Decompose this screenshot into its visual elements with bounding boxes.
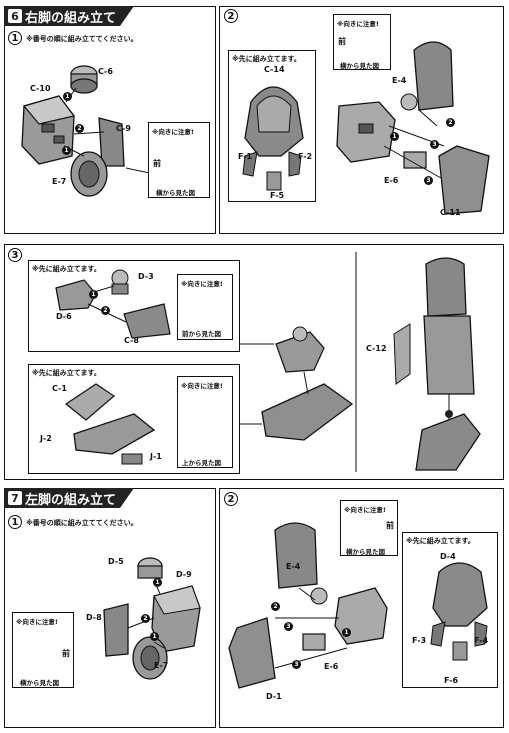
s6-part-e6: E-6 [384, 176, 399, 185]
section7-title: 左脚の組み立て [25, 492, 117, 508]
s7-step2-seq-3a: 3 [284, 622, 293, 631]
s6-step2-caution-title: ※向きに注意! [337, 20, 379, 28]
s7-seq-1a: 1 [153, 578, 162, 587]
s6-step1-caution-front: 前 [153, 159, 161, 168]
s6-step2-number: 2 [224, 9, 238, 23]
s6-step1-caution-caption: 横から見た図 [156, 189, 195, 197]
s6-seq-1b: 1 [62, 146, 71, 155]
s7-step1-caution-front: 前 [62, 649, 70, 658]
s7-step2-seq-1: 1 [342, 628, 351, 637]
s6-part-f5: F-5 [270, 191, 285, 200]
s6-step2-seq-3b: 3 [424, 176, 433, 185]
s6-step2-caution-caption: 横から見た図 [340, 62, 379, 70]
s6-step3-drawing [55, 252, 481, 472]
s7-step1-caution [12, 612, 74, 688]
s7-step2-number: 2 [224, 492, 238, 506]
s6-step3-sub2-caution-title: ※向きに注意! [181, 382, 223, 390]
s6-part-d6: D-6 [56, 312, 72, 321]
s6-part-e4: E-4 [392, 76, 407, 85]
s6-step3-sub2-caution [177, 376, 233, 468]
section7-header: 7 左脚の組み立て [4, 488, 134, 508]
s6-step2-seq-2: 2 [446, 118, 455, 127]
s7-step2-caution [340, 500, 398, 556]
s6-step3-seq-2: 2 [101, 306, 110, 315]
s6-step3-seq-1: 1 [89, 290, 98, 299]
s6-part-c8: C-8 [124, 336, 139, 345]
section6-header: 6 右脚の組み立て [4, 6, 134, 26]
s7-step1-note: ※番号の順に組み立ててください。 [26, 519, 138, 527]
s7-step2-seq-3b: 3 [292, 660, 301, 669]
s6-part-d3: D-3 [138, 272, 154, 281]
s7-seq-1b: 1 [150, 632, 159, 641]
s7-part-e7: E-7 [154, 661, 169, 670]
s7-part-d8: D-8 [86, 613, 102, 622]
s6-step3-sub1-caution-caption: 前から見た図 [182, 330, 221, 338]
s6-step3-sub1-caution [177, 274, 233, 340]
s7-part-d1: D-1 [266, 692, 282, 701]
s7-step2-seq-2: 2 [271, 602, 280, 611]
s6-step1-note: ※番号の順に組み立ててください。 [26, 35, 138, 43]
s7-step1-drawing [29, 557, 201, 680]
s7-step2-caution-title: ※向きに注意! [344, 506, 386, 514]
s6-step3-sub2-note: ※先に組み立てます。 [32, 369, 101, 377]
s6-step3-sub1-note: ※先に組み立てます。 [32, 265, 101, 273]
s7-part-e4: E-4 [286, 562, 301, 571]
s6-step2-drawing [242, 31, 490, 215]
s7-seq-2: 2 [141, 614, 150, 623]
s7-part-d9: D-9 [176, 570, 192, 579]
s7-part-d4: D-4 [440, 552, 456, 561]
s6-part-f2: F-2 [298, 152, 313, 161]
s6-step3-sub1-caution-title: ※向きに注意! [181, 280, 223, 288]
section7-number: 7 [8, 491, 22, 505]
s7-part-f4: F-4 [474, 636, 489, 645]
s6-step2-caution [333, 14, 391, 70]
s6-part-c12: C-12 [366, 344, 387, 353]
s7-step1-number: 1 [8, 515, 22, 529]
s6-part-e7: E-7 [52, 177, 67, 186]
s6-step1-caution [148, 122, 210, 198]
s6-part-j2: J-2 [40, 434, 52, 443]
s6-seq-2: 2 [75, 124, 84, 133]
s6-part-f1: F-1 [238, 152, 253, 161]
s6-step1-number: 1 [8, 31, 22, 45]
section6-title: 右脚の組み立て [25, 10, 117, 26]
s6-part-c1: C-1 [52, 384, 67, 393]
s6-part-c14: C-14 [264, 65, 285, 74]
s6-step2-caution-front: 前 [338, 37, 346, 46]
s6-step2-seq-1: 1 [390, 132, 399, 141]
s6-step1-caution-title: ※向きに注意! [152, 128, 194, 136]
s6-part-c6: C-6 [98, 67, 113, 76]
s7-step1-caution-title: ※向きに注意! [16, 618, 58, 626]
s6-seq-1a: 1 [63, 92, 72, 101]
s6-step2-first-note: ※先に組み立てます。 [232, 55, 301, 63]
s6-part-c9: C-9 [116, 124, 131, 133]
s7-part-f6: F-6 [444, 676, 459, 685]
s6-step1-drawing [21, 65, 199, 197]
s7-step2-first-note: ※先に組み立てます。 [406, 537, 475, 545]
s6-step3-number: 3 [8, 248, 22, 262]
s7-step2-caution-front: 前 [386, 521, 394, 530]
s6-part-c10: C-10 [30, 84, 51, 93]
s7-part-e6: E-6 [324, 662, 339, 671]
section6-number: 6 [8, 9, 22, 23]
s7-step1-caution-caption: 横から見た図 [20, 679, 59, 687]
s7-part-d5: D-5 [108, 557, 124, 566]
s6-part-j1: J-1 [150, 452, 162, 461]
s6-step3-sub2-caution-caption: 上から見た図 [182, 459, 221, 467]
s6-step2-seq-3a: 3 [430, 140, 439, 149]
s7-step2-caution-caption: 横から見た図 [346, 548, 385, 556]
s6-part-c11: C-11 [440, 208, 461, 217]
s7-part-f3: F-3 [412, 636, 427, 645]
